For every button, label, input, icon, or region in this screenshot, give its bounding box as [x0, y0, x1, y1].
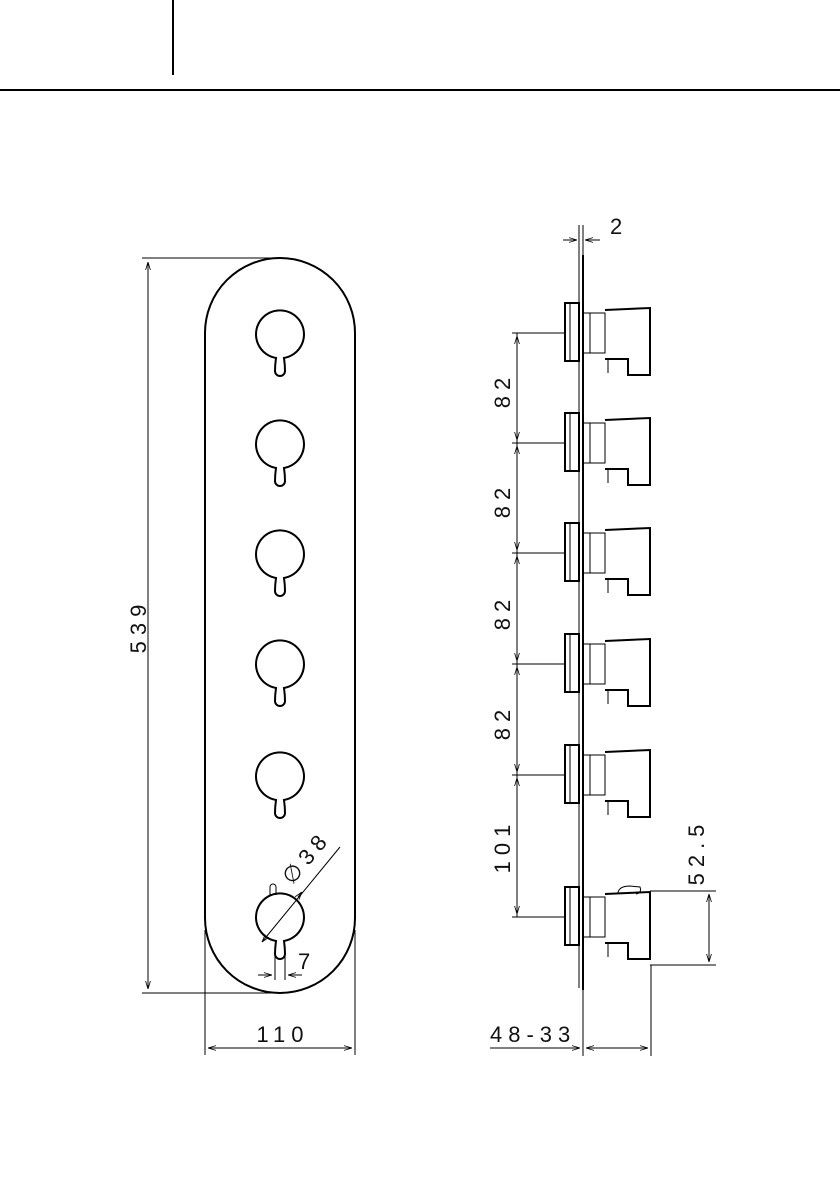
- height-dimension-label: 539: [126, 599, 151, 654]
- thickness-label: 2: [610, 214, 628, 239]
- height-dimension: 539: [126, 258, 280, 993]
- depth-label: 48-33: [490, 1022, 576, 1047]
- title-block: [0, 0, 840, 90]
- slot-width-label: 7: [298, 949, 316, 974]
- spacing-label-3: 82: [490, 594, 515, 630]
- keyhole-2: [256, 420, 304, 486]
- diameter-label: ∅38: [277, 826, 336, 889]
- thickness-dimension: 2: [563, 214, 628, 258]
- spacing-label-5: 101: [490, 819, 515, 874]
- keyhole-6: [256, 893, 304, 959]
- spacing-label-2: 82: [490, 482, 515, 518]
- spacing-label-1: 82: [490, 372, 515, 408]
- depth-dimension: 48-33: [490, 965, 651, 1056]
- lever-height-dimension: 52.5: [650, 819, 716, 965]
- width-dimension-label: 110: [256, 1022, 309, 1047]
- keyhole-4: [256, 640, 304, 706]
- keyhole-1: [256, 310, 304, 376]
- slot-dimension: 7: [258, 949, 316, 980]
- faceplate-outline: [205, 258, 355, 993]
- front-view: 539 110 ∅38 7: [126, 258, 355, 1055]
- keyhole-5: [256, 752, 304, 818]
- spacing-label-4: 82: [490, 704, 515, 740]
- lever-height-label: 52.5: [684, 819, 709, 886]
- keyhole-3: [256, 530, 304, 596]
- side-view: 2 82 82 82 82 101 52.5 48-33: [490, 214, 716, 1056]
- spacing-dimensions: 82 82 82 82 101: [490, 333, 522, 917]
